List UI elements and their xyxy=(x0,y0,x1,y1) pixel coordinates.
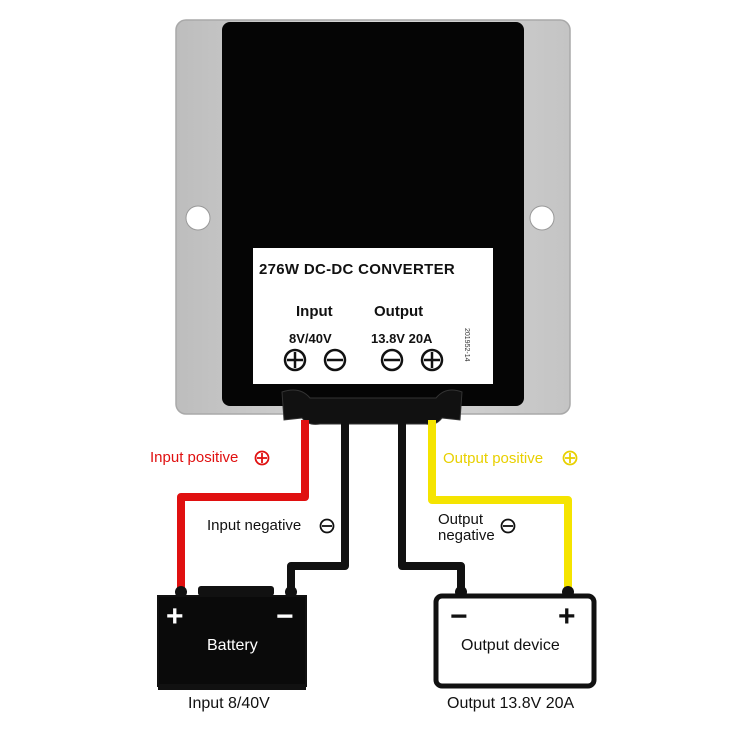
battery-body xyxy=(157,595,307,687)
output-device-label: Output device xyxy=(461,637,560,654)
battery-label: Battery xyxy=(207,637,258,654)
output-negative-label-line2: negative xyxy=(438,527,495,544)
output-heading: Output xyxy=(374,303,424,320)
cable-grommet xyxy=(281,389,463,425)
input-plus-symbol xyxy=(283,348,307,372)
battery-top-cap xyxy=(198,586,274,596)
output-device-caption: Output 13.8V 20A xyxy=(447,695,575,712)
input-positive-label: Input positive xyxy=(150,449,239,466)
output-device-body xyxy=(433,593,597,689)
input-negative-icon xyxy=(319,518,335,534)
output-positive-icon xyxy=(562,450,578,466)
mount-hole-left xyxy=(185,205,211,231)
mount-hole-right xyxy=(529,205,555,231)
output-positive-wire xyxy=(428,420,572,592)
output-positive-label: Output positive xyxy=(443,450,544,467)
output-minus-symbol xyxy=(380,348,404,372)
serial-code: 201952-14 xyxy=(463,328,470,362)
output-plus-symbol xyxy=(420,348,444,372)
converter-label-sticker xyxy=(253,248,493,384)
input-negative-wire xyxy=(287,420,349,592)
input-minus-symbol xyxy=(323,348,347,372)
battery-base xyxy=(158,684,306,690)
output-device-minus-sign: − xyxy=(450,600,468,633)
battery-plus-sign: + xyxy=(166,600,184,633)
output-negative-wire xyxy=(398,420,465,592)
battery-caption: Input 8/40V xyxy=(188,695,270,712)
input-positive-wire xyxy=(177,420,309,592)
input-spec: 8V/40V xyxy=(289,331,332,346)
battery-minus-sign: − xyxy=(276,600,294,633)
output-negative-icon xyxy=(500,518,516,534)
input-positive-icon xyxy=(254,450,270,466)
input-heading: Input xyxy=(296,303,333,320)
output-negative-label-line1: Output xyxy=(438,511,484,528)
output-spec: 13.8V 20A xyxy=(371,331,433,346)
input-negative-label: Input negative xyxy=(207,517,302,534)
output-device-plus-sign: + xyxy=(558,600,576,633)
converter-title: 276W DC-DC CONVERTER xyxy=(259,261,456,278)
